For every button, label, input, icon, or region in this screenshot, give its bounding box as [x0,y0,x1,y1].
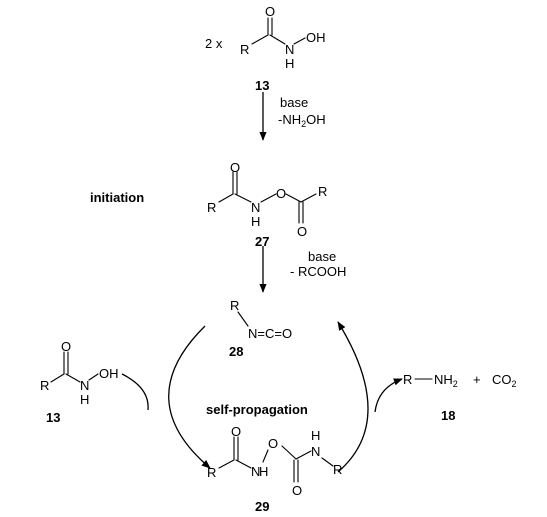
stage-label-self-propagation: self-propagation [206,402,308,417]
atom-r: R [207,200,216,215]
compound-number-13-left: 13 [46,410,60,425]
atom-o: O [297,224,307,239]
bond [50,373,65,383]
bond [260,193,277,203]
atom-r: R [318,184,327,199]
compound-number-27: 27 [255,234,269,249]
atom-h: H [259,464,268,479]
bond [218,459,235,469]
reagent-block-1: base -NH2OH [278,95,326,129]
bond [237,311,249,327]
atom-o: O [265,4,275,19]
reagent-nh2oh: -NH2OH [278,112,326,129]
atom-h: H [251,214,260,229]
compound-number-29: 29 [255,499,269,514]
atom-n: N [311,444,320,459]
atom-o: O [268,436,278,451]
atom-r: R [230,298,239,313]
bond [65,373,81,383]
bond [269,34,286,45]
reagent-base-1: base [280,95,308,110]
plus-sign: + [473,372,481,387]
compound-13-left: R O N H OH 13 [40,339,119,425]
carbon-dioxide: CO2 [492,372,517,389]
atom-o: O [230,160,240,175]
bond [295,450,312,460]
bond [321,457,334,467]
reagent-block-2: base - RCOOH [290,249,346,279]
atom-o: O [276,186,286,201]
bond [262,449,269,463]
bond [88,373,99,381]
compound-number-13: 13 [255,78,269,93]
atom-oh: OH [306,30,326,45]
compound-27: R O N H O R O 27 [207,160,327,249]
multiplier-text: 2 x [205,36,223,51]
bond [235,459,252,469]
reagent-rcooh: - RCOOH [290,264,346,279]
amine-group: NH2 [434,372,458,389]
atom-r: R [40,378,49,393]
bond [218,193,234,203]
cycle-arrow-right [337,321,369,473]
atom-n: N [251,464,260,479]
reagent-base-2: base [308,249,336,264]
atom-h: H [285,56,294,71]
atom-oh: OH [99,366,119,381]
atom-r: R [207,465,216,480]
bond [285,193,302,203]
atom-o: O [231,424,241,439]
bond [234,193,252,203]
compound-number-28: 28 [229,344,243,359]
compound-13-top: 2 x R O N H OH 13 [205,4,326,93]
bond [281,445,297,460]
atom-o: O [61,339,71,354]
atom-h: H [80,392,89,407]
atom-n: N [285,42,294,57]
compound-28: R N=C=O 28 [229,298,292,359]
bond [251,34,269,45]
isocyanate-group: N=C=O [248,326,292,341]
compound-number-18: 18 [441,408,455,423]
atom-h: H [311,428,320,443]
atom-o: O [292,483,302,498]
compound-29: R O N H O H N R O 29 [207,424,342,514]
cycle-arrow-left [168,325,211,469]
atom-r: R [403,372,412,387]
atom-r: R [240,42,249,57]
stage-label-initiation: initiation [90,190,144,205]
incoming-arrow-13 [121,373,149,411]
outgoing-arrow-18 [374,378,403,413]
bond [293,37,306,45]
atom-n: N [80,378,89,393]
atom-r: R [333,462,342,477]
bond [300,193,317,203]
atom-n: N [251,200,260,215]
product-18: R NH2 18 [403,372,458,423]
